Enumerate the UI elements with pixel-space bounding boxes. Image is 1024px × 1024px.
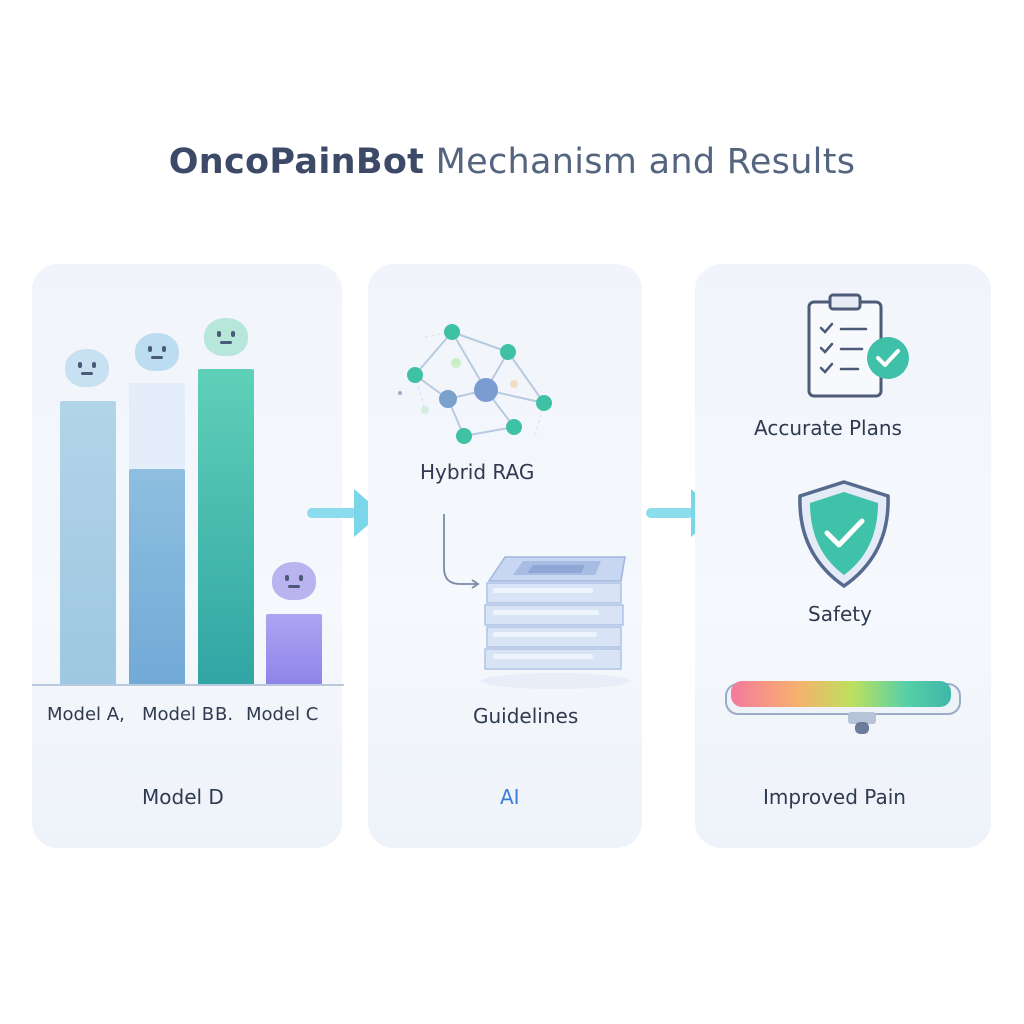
model-label-d: Model D bbox=[142, 785, 224, 809]
title-subtitle: Mechanism and Results bbox=[435, 142, 856, 182]
guidelines-label: Guidelines bbox=[473, 704, 579, 728]
bar-model-c bbox=[198, 369, 254, 685]
hybrid-rag-label: Hybrid RAG bbox=[420, 460, 535, 484]
robot-face-icon bbox=[65, 349, 109, 387]
model-label-c: Model C bbox=[246, 704, 319, 725]
bar-model-b-upper bbox=[129, 383, 185, 469]
robot-face-icon bbox=[204, 318, 248, 356]
document-stack-icon bbox=[481, 556, 629, 689]
clipboard-check-icon bbox=[807, 293, 909, 398]
ai-label: AI bbox=[500, 785, 520, 809]
model-label-b: Model B bbox=[142, 704, 215, 725]
page-title: OncoPainBot Mechanism and Results bbox=[0, 142, 1024, 182]
title-brand: OncoPainBot bbox=[168, 142, 425, 182]
safety-label: Safety bbox=[808, 602, 872, 626]
bar-model-a bbox=[60, 401, 116, 685]
model-label-b-dot: B. bbox=[215, 704, 234, 725]
arrow-right-icon bbox=[646, 508, 694, 518]
chart-baseline bbox=[32, 684, 344, 686]
robot-face-icon bbox=[272, 562, 316, 600]
model-label-a: Model A, bbox=[47, 704, 125, 725]
improved-pain-label: Improved Pain bbox=[763, 785, 906, 809]
flow-connector bbox=[443, 514, 480, 589]
bar-model-b bbox=[129, 469, 185, 685]
mechanism-panel bbox=[368, 264, 642, 848]
pain-scale-icon bbox=[725, 681, 961, 734]
bar-model-d bbox=[266, 614, 322, 685]
shield-check-icon bbox=[798, 480, 890, 589]
knowledge-graph-icon bbox=[398, 324, 552, 444]
robot-face-icon bbox=[135, 333, 179, 371]
arrow-right-icon bbox=[307, 508, 357, 518]
accurate-plans-label: Accurate Plans bbox=[754, 416, 902, 440]
